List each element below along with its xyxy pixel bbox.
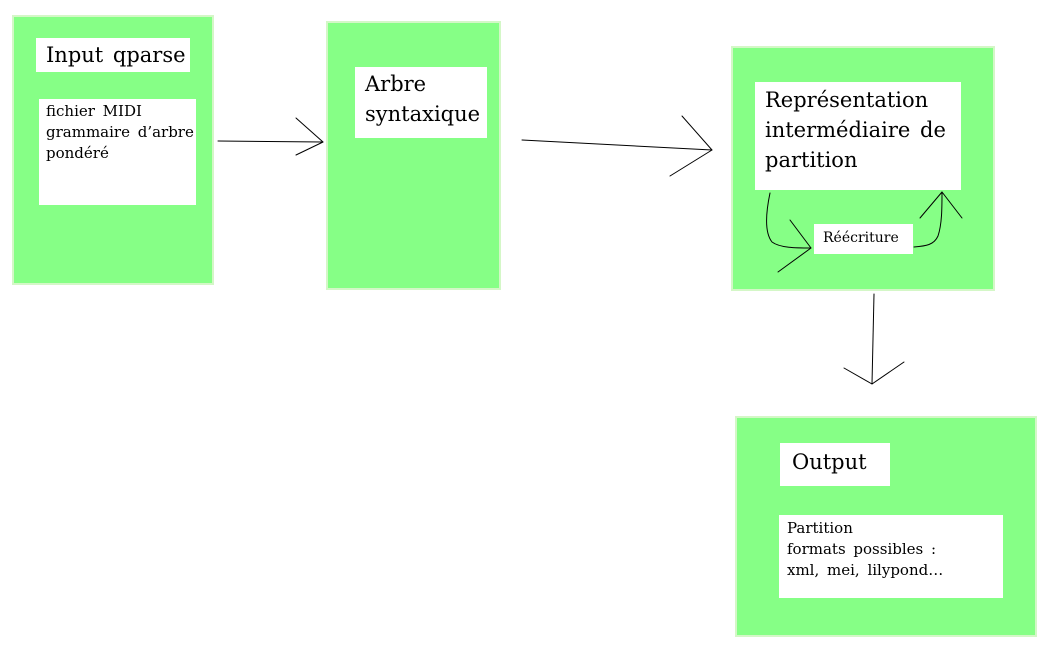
intermediate-title-line: intermédiaire de [765,118,946,142]
syntax-tree-box: Arbre syntaxique [326,21,501,290]
input-title: Input qparse [46,43,186,67]
rewrite-label: Réécriture [814,224,913,254]
syntax-tree-title-label: Arbre syntaxique [355,67,487,138]
input-detail-line: pondéré [46,144,109,162]
arrow-input-to-tree-head [295,117,324,156]
input-details-label: fichier MIDI grammaire d’arbre pondéré [39,99,196,205]
input-detail-line: fichier MIDI [46,102,142,120]
output-detail-line: xml, mei, lilypond… [787,561,944,579]
output-title-label: Output [780,443,890,486]
arrow-intermediate-to-output-head [843,361,905,385]
output-detail-line: Partition [787,519,853,537]
intermediate-title-line: Représentation [765,88,929,112]
input-qparse-box: Input qparse fichier MIDI grammaire d’ar… [12,15,214,285]
arrow-tree-to-intermediate [521,139,713,151]
arrow-input-to-tree [217,140,324,143]
arrow-intermediate-to-output [871,293,875,385]
intermediate-representation-box: Représentation intermédiaire de partitio… [731,46,995,291]
intermediate-title-label: Représentation intermédiaire de partitio… [755,82,961,190]
output-details-label: Partition formats possibles : xml, mei, … [779,515,1003,598]
input-title-label: Input qparse [36,38,190,72]
output-box: Output Partition formats possibles : xml… [735,416,1037,637]
arrow-tree-to-intermediate-head [669,115,713,177]
intermediate-title-line: partition [765,148,858,172]
input-detail-line: grammaire d’arbre [46,123,194,141]
output-detail-line: formats possibles : [787,540,937,558]
rewrite-text: Réécriture [823,230,899,246]
syntax-tree-title-line: Arbre [365,72,427,96]
syntax-tree-title-line: syntaxique [365,102,481,126]
output-title: Output [792,450,867,474]
